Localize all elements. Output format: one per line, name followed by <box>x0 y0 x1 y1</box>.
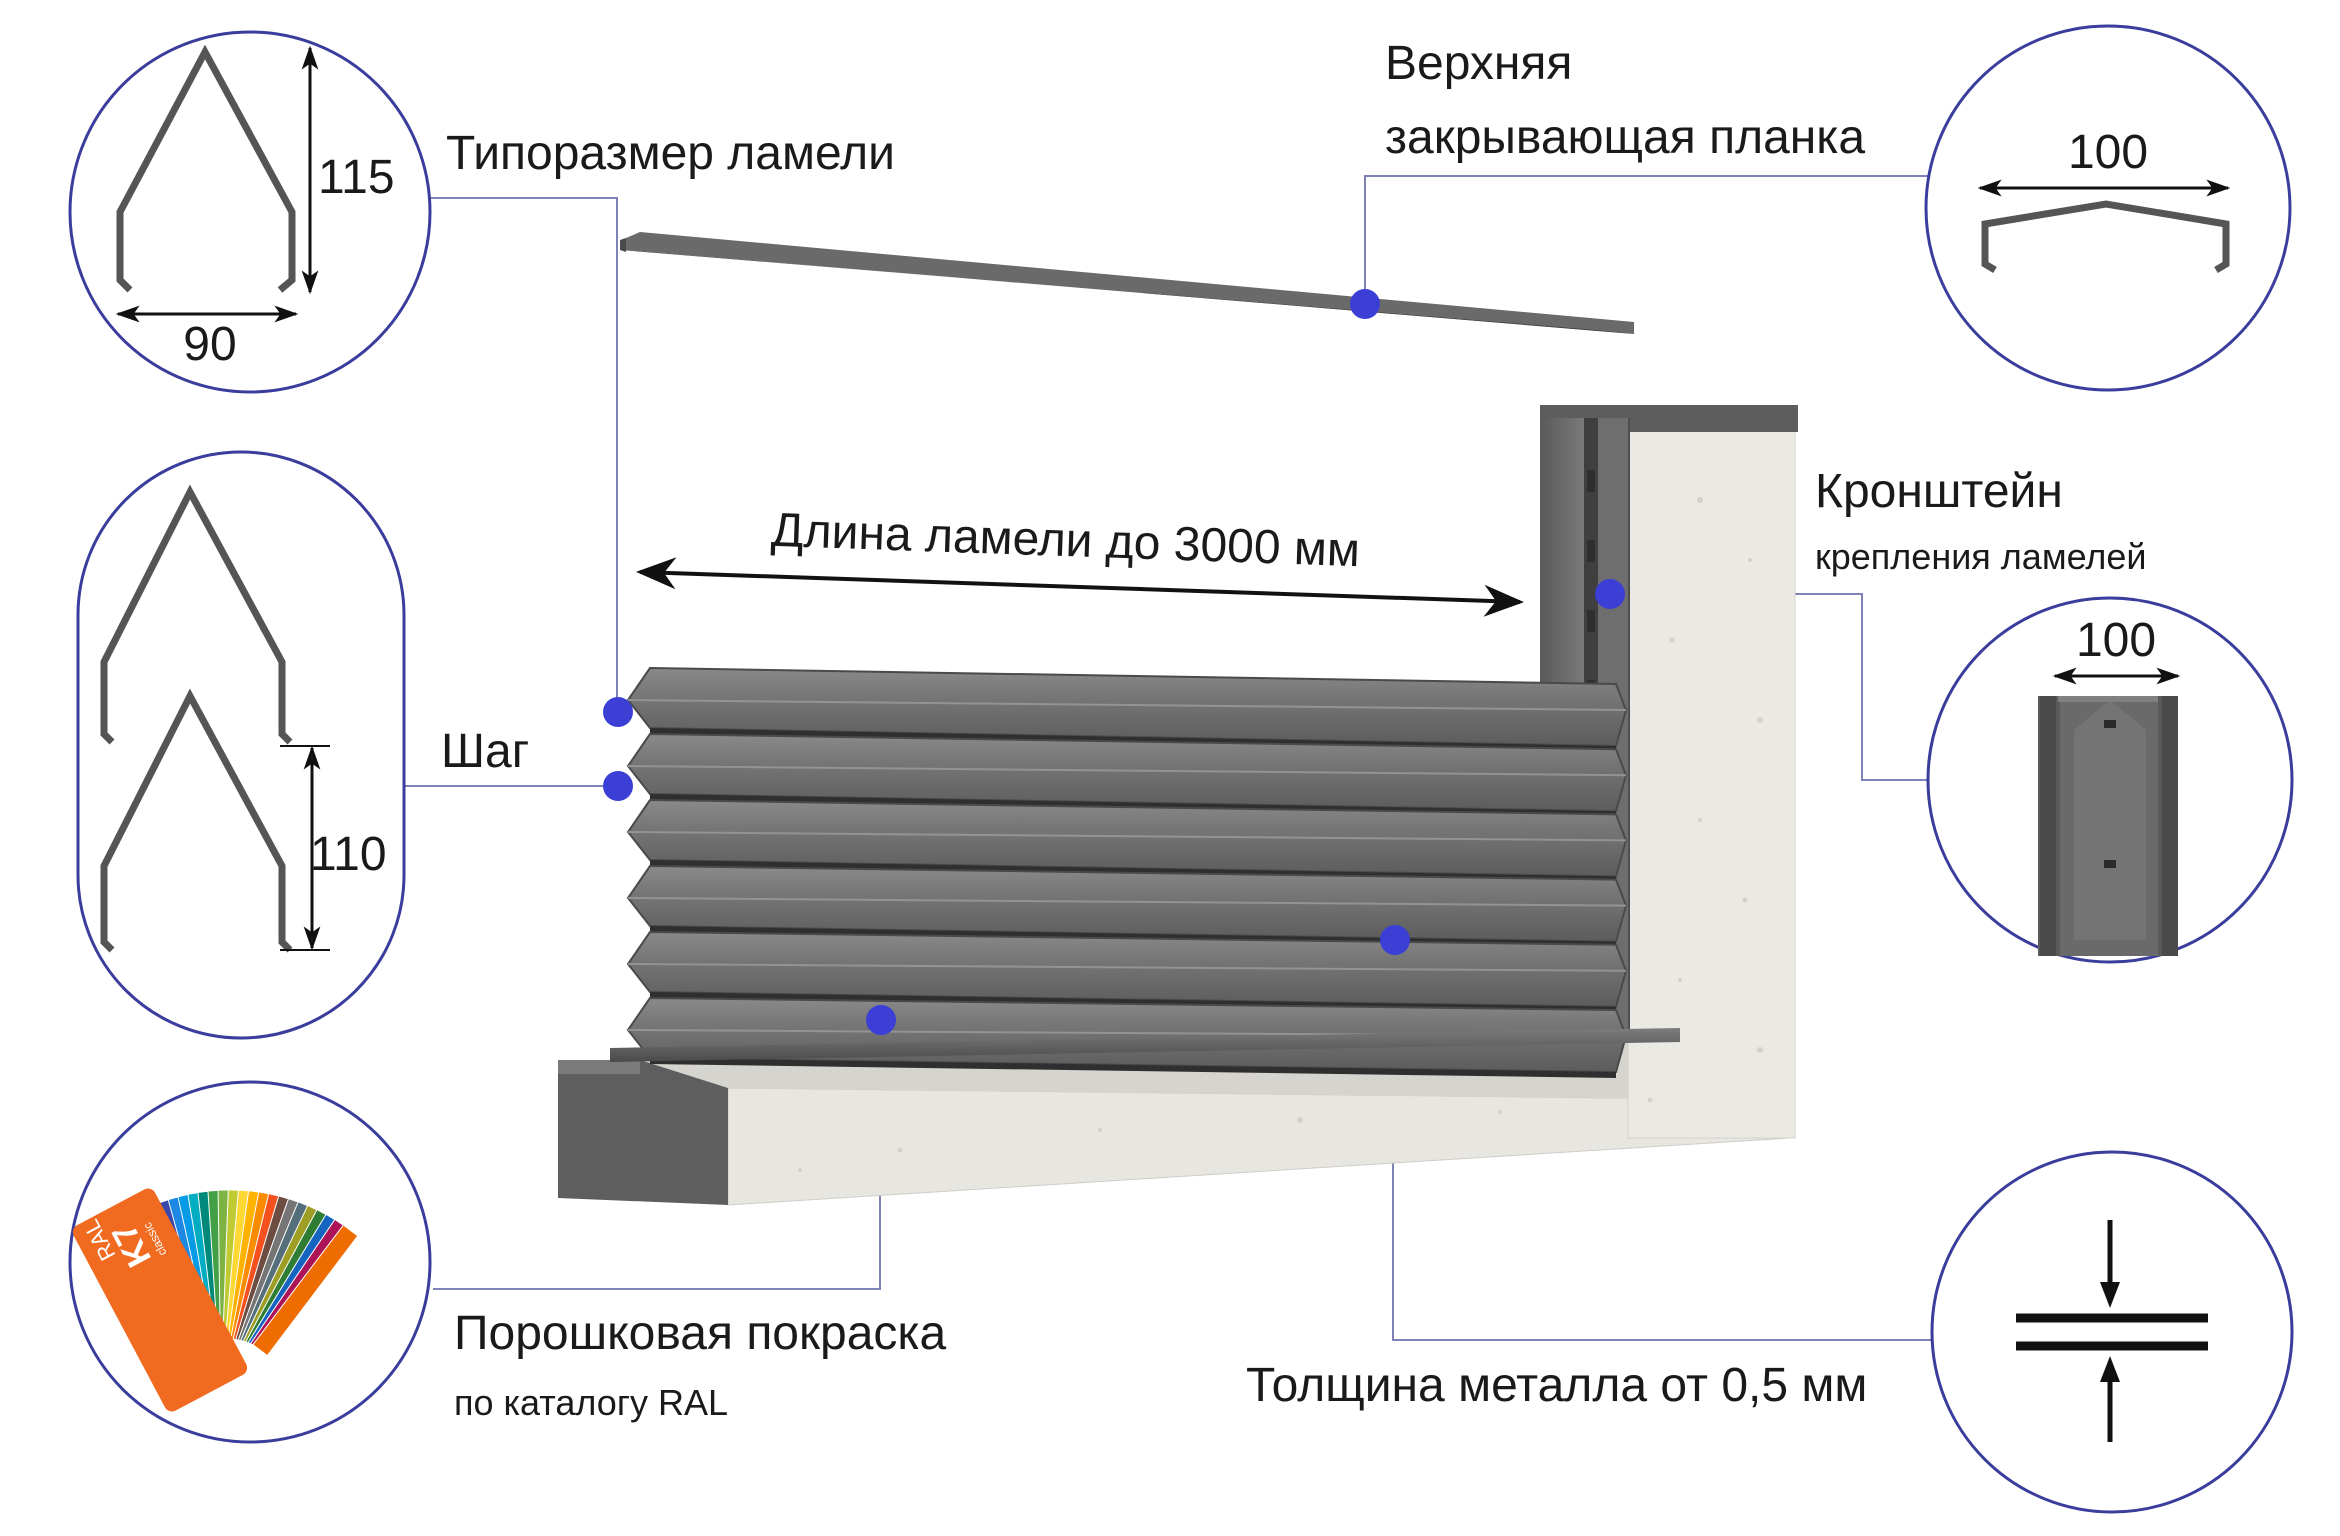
bracket-profile-icon <box>2038 696 2178 956</box>
lamella-row <box>626 930 1628 1013</box>
inset-top-strip: 100 <box>1924 24 2292 392</box>
dot-pitch <box>603 771 633 801</box>
base-bar-end <box>558 1060 728 1205</box>
pitch-value-label: 110 <box>310 828 387 881</box>
dot-bracket <box>1595 579 1625 609</box>
length-label: Длина ламели до 3000 мм <box>770 504 1360 578</box>
dot-lamella-size <box>603 697 633 727</box>
powder-title-label: Порошковая покраска <box>454 1307 947 1360</box>
bracket-title-label: Кронштейн <box>1815 465 2063 518</box>
inset-lamella-profile: 115 90 <box>68 30 432 394</box>
inset-ral-catalog: RAL K7 classic <box>68 1080 432 1444</box>
callout-dots <box>603 289 1625 1035</box>
length-arrow <box>636 557 1524 617</box>
top-closing-strip <box>620 232 1634 334</box>
profile-width-label: 90 <box>183 318 236 371</box>
thickness-label: Толщина металла от 0,5 мм <box>1246 1359 1868 1412</box>
bracket-width-label: 100 <box>2076 614 2156 667</box>
powder-subtitle-label: по каталогу RAL <box>454 1382 728 1423</box>
top-strip-profile-icon <box>1981 200 2230 274</box>
dot-thickness <box>1380 925 1410 955</box>
dot-top-strip <box>1350 289 1380 319</box>
inset-bracket: 100 <box>1926 596 2294 964</box>
lamella-stack <box>626 666 1628 1078</box>
inset-pitch: 110 <box>76 450 406 1040</box>
callout-line-top-strip <box>1364 175 1935 300</box>
thickness-icon <box>2016 1220 2208 1442</box>
base-bar <box>610 1028 1680 1062</box>
profile-height-label: 115 <box>318 151 395 204</box>
strip-width-label: 100 <box>2068 126 2148 179</box>
pitch-label: Шаг <box>441 725 530 778</box>
bracket-subtitle-label: крепления ламелей <box>1815 536 2147 577</box>
dot-powder <box>866 1005 896 1035</box>
top-strip-label-line2: закрывающая планка <box>1385 111 1866 164</box>
lamella-size-label: Типоразмер ламели <box>446 127 895 180</box>
pitch-profile-icon <box>100 484 293 953</box>
ral-fan-icon <box>121 1189 359 1357</box>
callout-line-lamella-size <box>430 197 618 712</box>
inset-thickness <box>1930 1150 2294 1514</box>
lamella-profile-icon <box>116 44 296 293</box>
top-strip-label-line1: Верхняя <box>1385 37 1573 90</box>
